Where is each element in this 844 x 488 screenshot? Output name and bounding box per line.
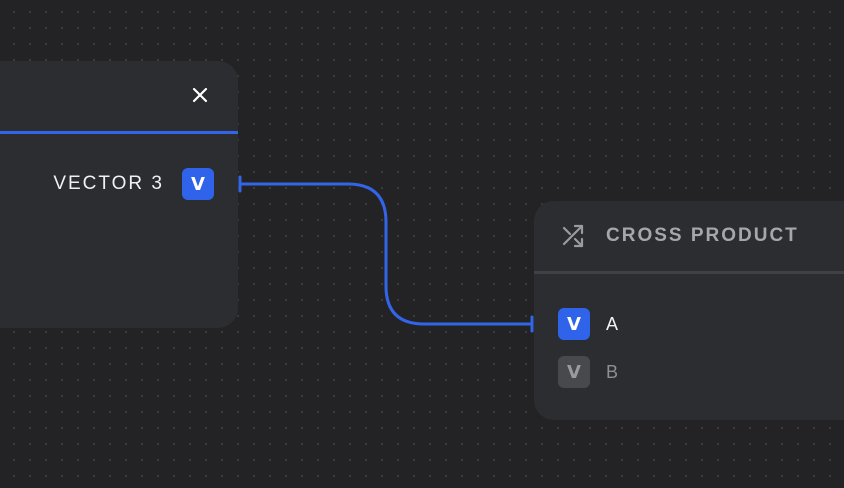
output-label: VECTOR 3 — [53, 173, 164, 194]
shuffle-icon — [562, 224, 584, 248]
cross-product-node[interactable]: CROSS PRODUCT V A V B — [534, 201, 844, 420]
node-header-divider — [534, 271, 844, 274]
input-socket-a[interactable]: V — [558, 308, 590, 340]
close-button[interactable] — [186, 81, 214, 109]
vector-node[interactable]: VECTOR 3 V — [0, 61, 238, 328]
node-title: CROSS PRODUCT — [606, 225, 799, 246]
input-label-a: A — [606, 313, 619, 334]
input-row-b: V B — [558, 356, 618, 388]
input-label-b: B — [606, 361, 619, 382]
output-socket[interactable]: V — [182, 168, 214, 200]
input-socket-b[interactable]: V — [558, 356, 590, 388]
close-icon — [192, 87, 208, 103]
input-row-a: V A — [558, 308, 618, 340]
node-header-divider — [0, 131, 238, 134]
